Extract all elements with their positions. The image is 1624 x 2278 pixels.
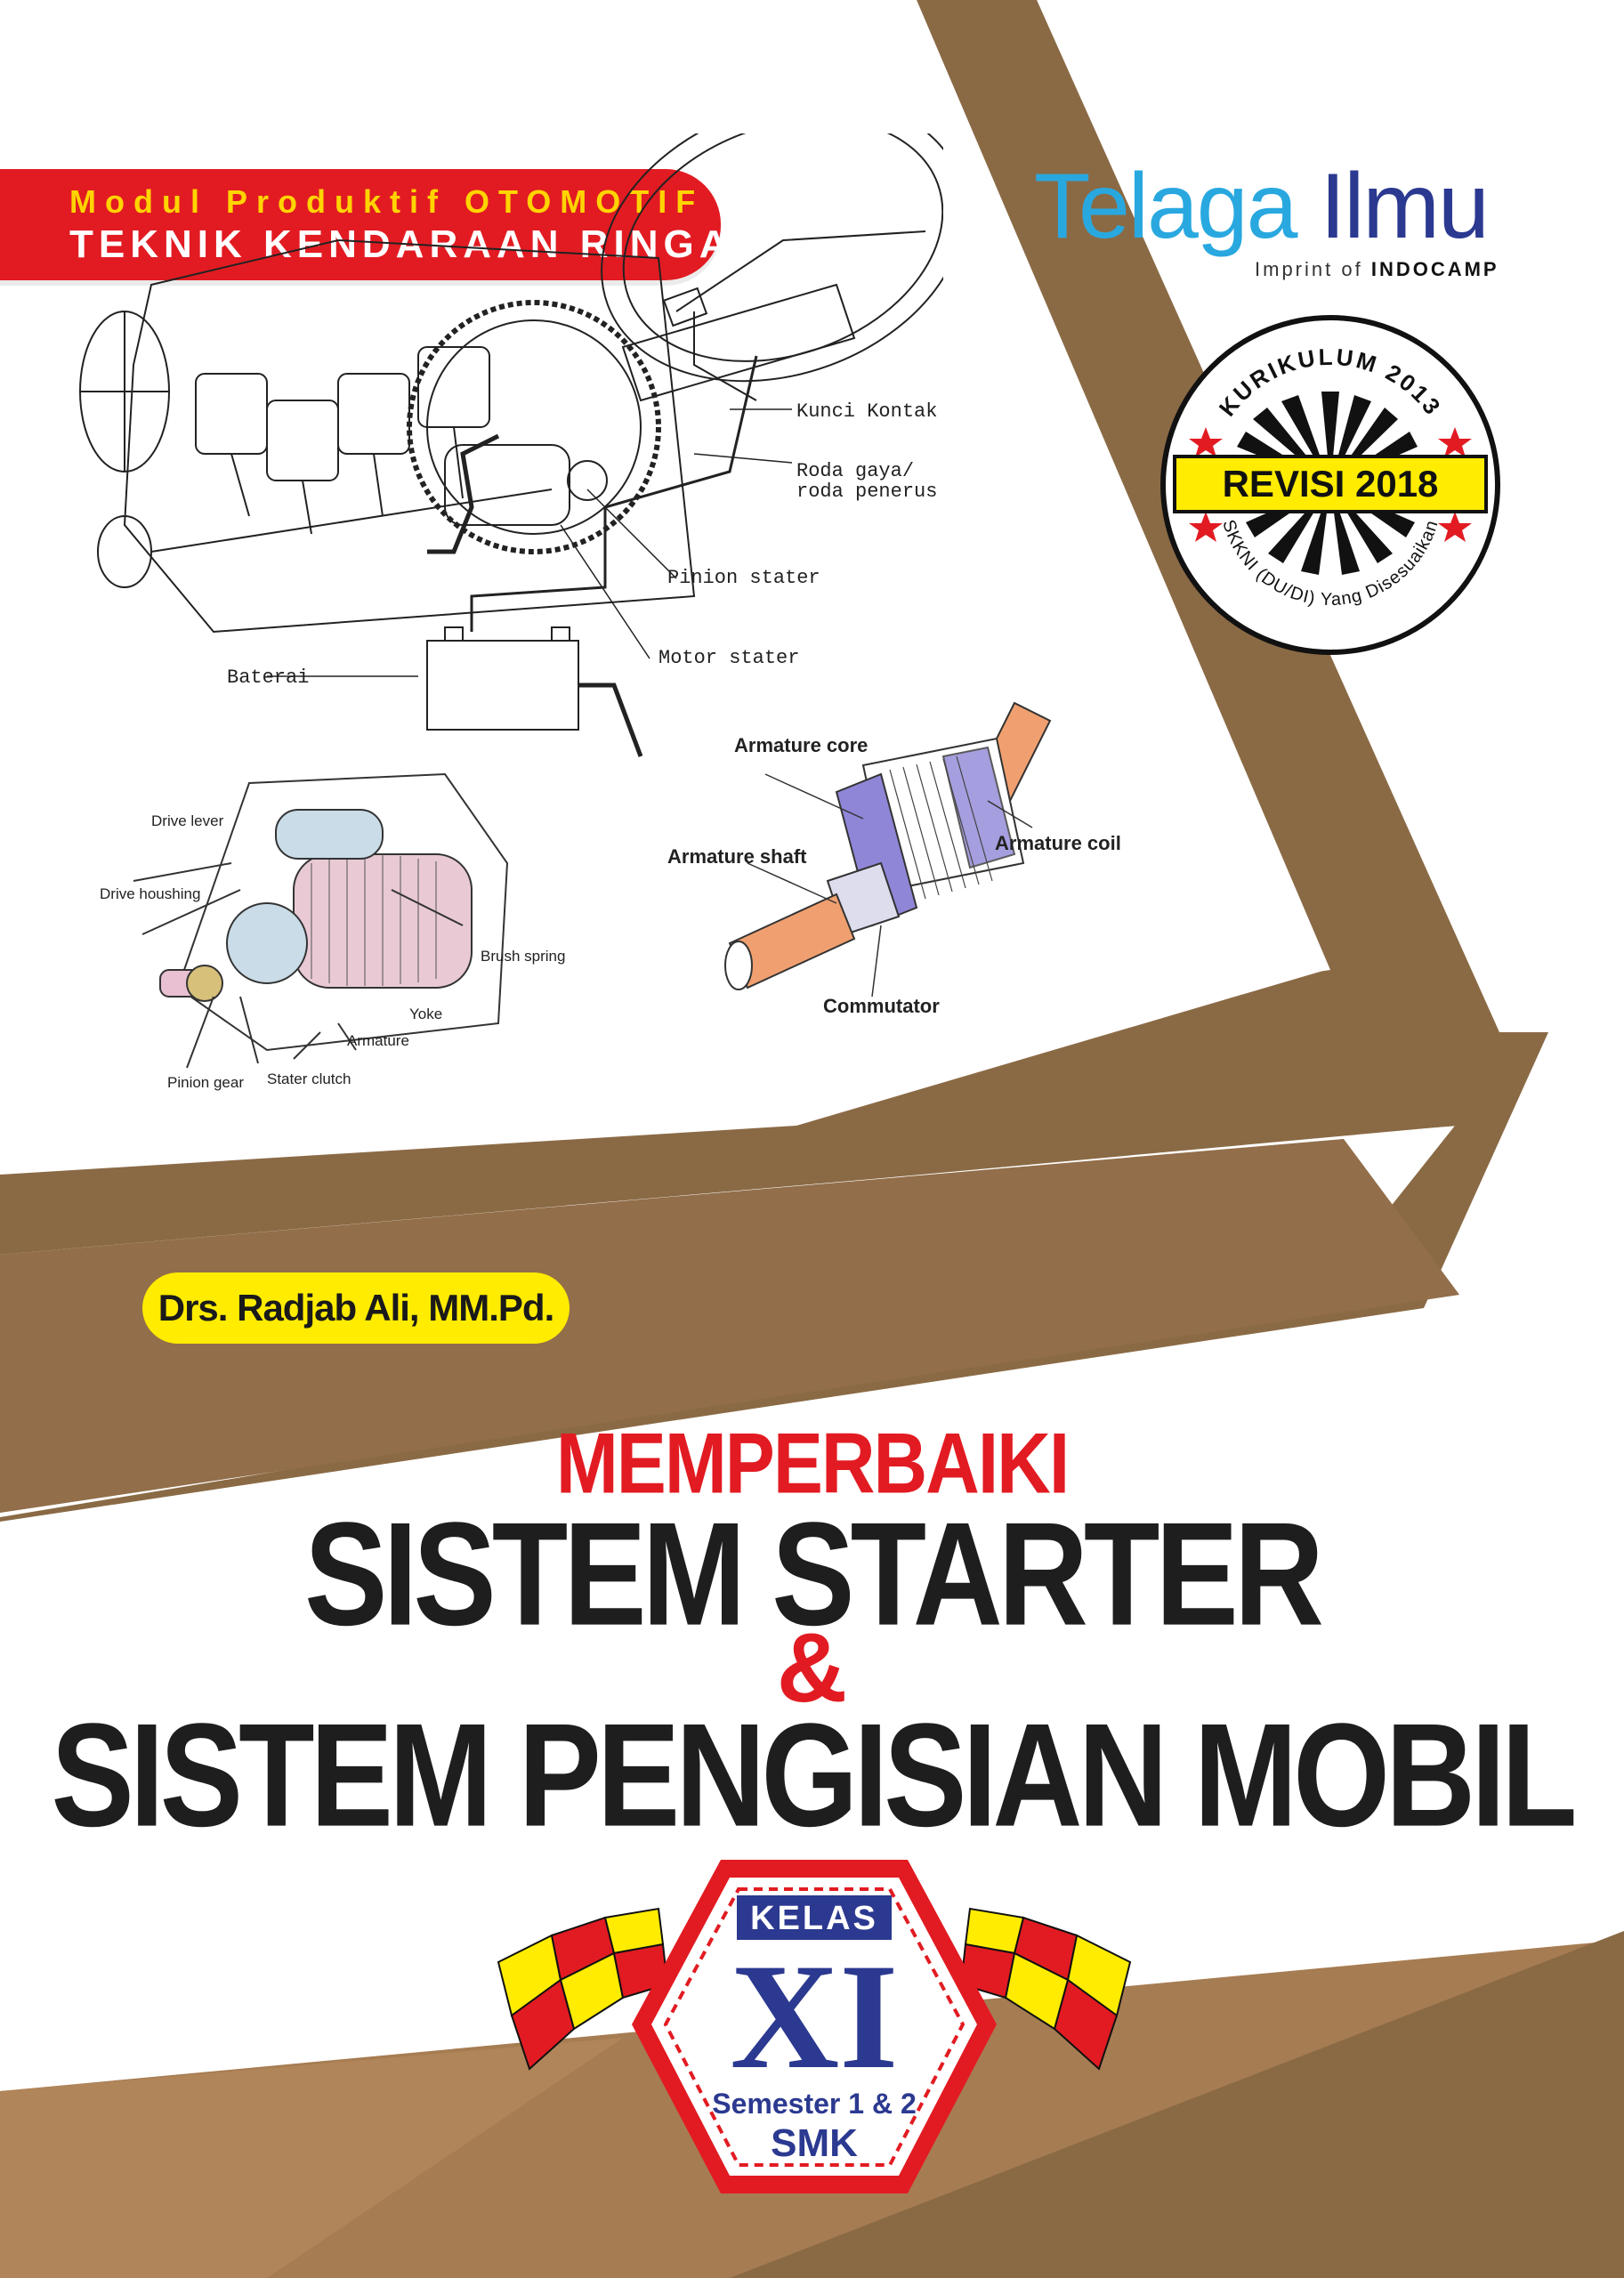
title-prefix: MEMPERBAIKI: [555, 1414, 1070, 1511]
badge-grade: XI: [731, 1933, 899, 2100]
seal-band-text: REVISI 2018: [1223, 463, 1439, 505]
title-ampersand: &: [776, 1613, 848, 1723]
label-armature: Armature: [347, 1032, 409, 1049]
seal-star-icon: [1438, 427, 1472, 457]
label-drive-lever: Drive lever: [151, 812, 224, 829]
label-kunci-kontak: Kunci Kontak: [796, 400, 937, 423]
armature-diagram: Armature core Armature shaft Armature co…: [667, 701, 1121, 1017]
title-line-1: SISTEM STARTER: [304, 1490, 1324, 1657]
label-baterai: Baterai: [227, 666, 309, 689]
seal-star-icon: [1189, 427, 1223, 457]
label-armature-coil: Armature coil: [995, 832, 1121, 854]
label-pinion-gear: Pinion gear: [167, 1074, 244, 1091]
label-pinion-stater: Pinion stater: [667, 567, 820, 589]
title-line-2: SISTEM PENGISIAN MOBIL: [51, 1692, 1577, 1858]
seal-star-icon: [1438, 512, 1472, 542]
label-yoke: Yoke: [409, 1006, 442, 1022]
label-drive-housing: Drive houshing: [100, 885, 200, 902]
publisher-name-part1: Telaga: [1034, 155, 1297, 258]
author-name: Drs. Radjab Ali, MM.Pd.: [142, 1272, 570, 1344]
module-subtitle: Modul Produktif OTOMOTIF: [69, 183, 705, 220]
publisher-logo: Telaga Ilmu: [1034, 160, 1490, 253]
class-badge: KELAS XI Semester 1 & 2 SMK: [497, 1860, 1132, 2193]
publisher-name-part2: Ilmu: [1320, 155, 1489, 258]
publisher-imprint: Imprint of INDOCAMP: [1255, 258, 1499, 281]
starter-system-diagram: Kunci Kontak Roda gaya/ roda penerus Pin…: [79, 133, 943, 757]
curriculum-seal: KURIKULUM 2013 SKKNI (DU/DI) Yang Disesu…: [1160, 315, 1500, 655]
label-roda-gaya-2: roda penerus: [796, 481, 937, 503]
starter-motor-diagram: Drive lever Drive houshing Brush spring …: [100, 772, 565, 1091]
badge-semester: Semester 1 & 2: [712, 2088, 916, 2120]
label-roda-gaya-1: Roda gaya/: [796, 460, 914, 482]
label-armature-core: Armature core: [734, 734, 868, 756]
seal-band: [1173, 455, 1488, 513]
label-stater-clutch: Stater clutch: [267, 1070, 351, 1087]
label-commutator: Commutator: [823, 995, 940, 1017]
imprint-brand: INDOCAMP: [1370, 258, 1499, 280]
badge-wing-left: [497, 1907, 669, 2071]
badge-kelas: KELAS: [750, 1900, 878, 1937]
badge-level: SMK: [771, 2121, 858, 2165]
module-banner: [0, 169, 721, 280]
label-motor-stater: Motor stater: [658, 647, 799, 669]
imprint-label: Imprint of: [1255, 258, 1363, 280]
label-armature-shaft: Armature shaft: [667, 845, 807, 868]
seal-star-icon: [1189, 512, 1223, 542]
badge-wing-right: [959, 1907, 1132, 2071]
label-brush-spring: Brush spring: [481, 948, 565, 965]
